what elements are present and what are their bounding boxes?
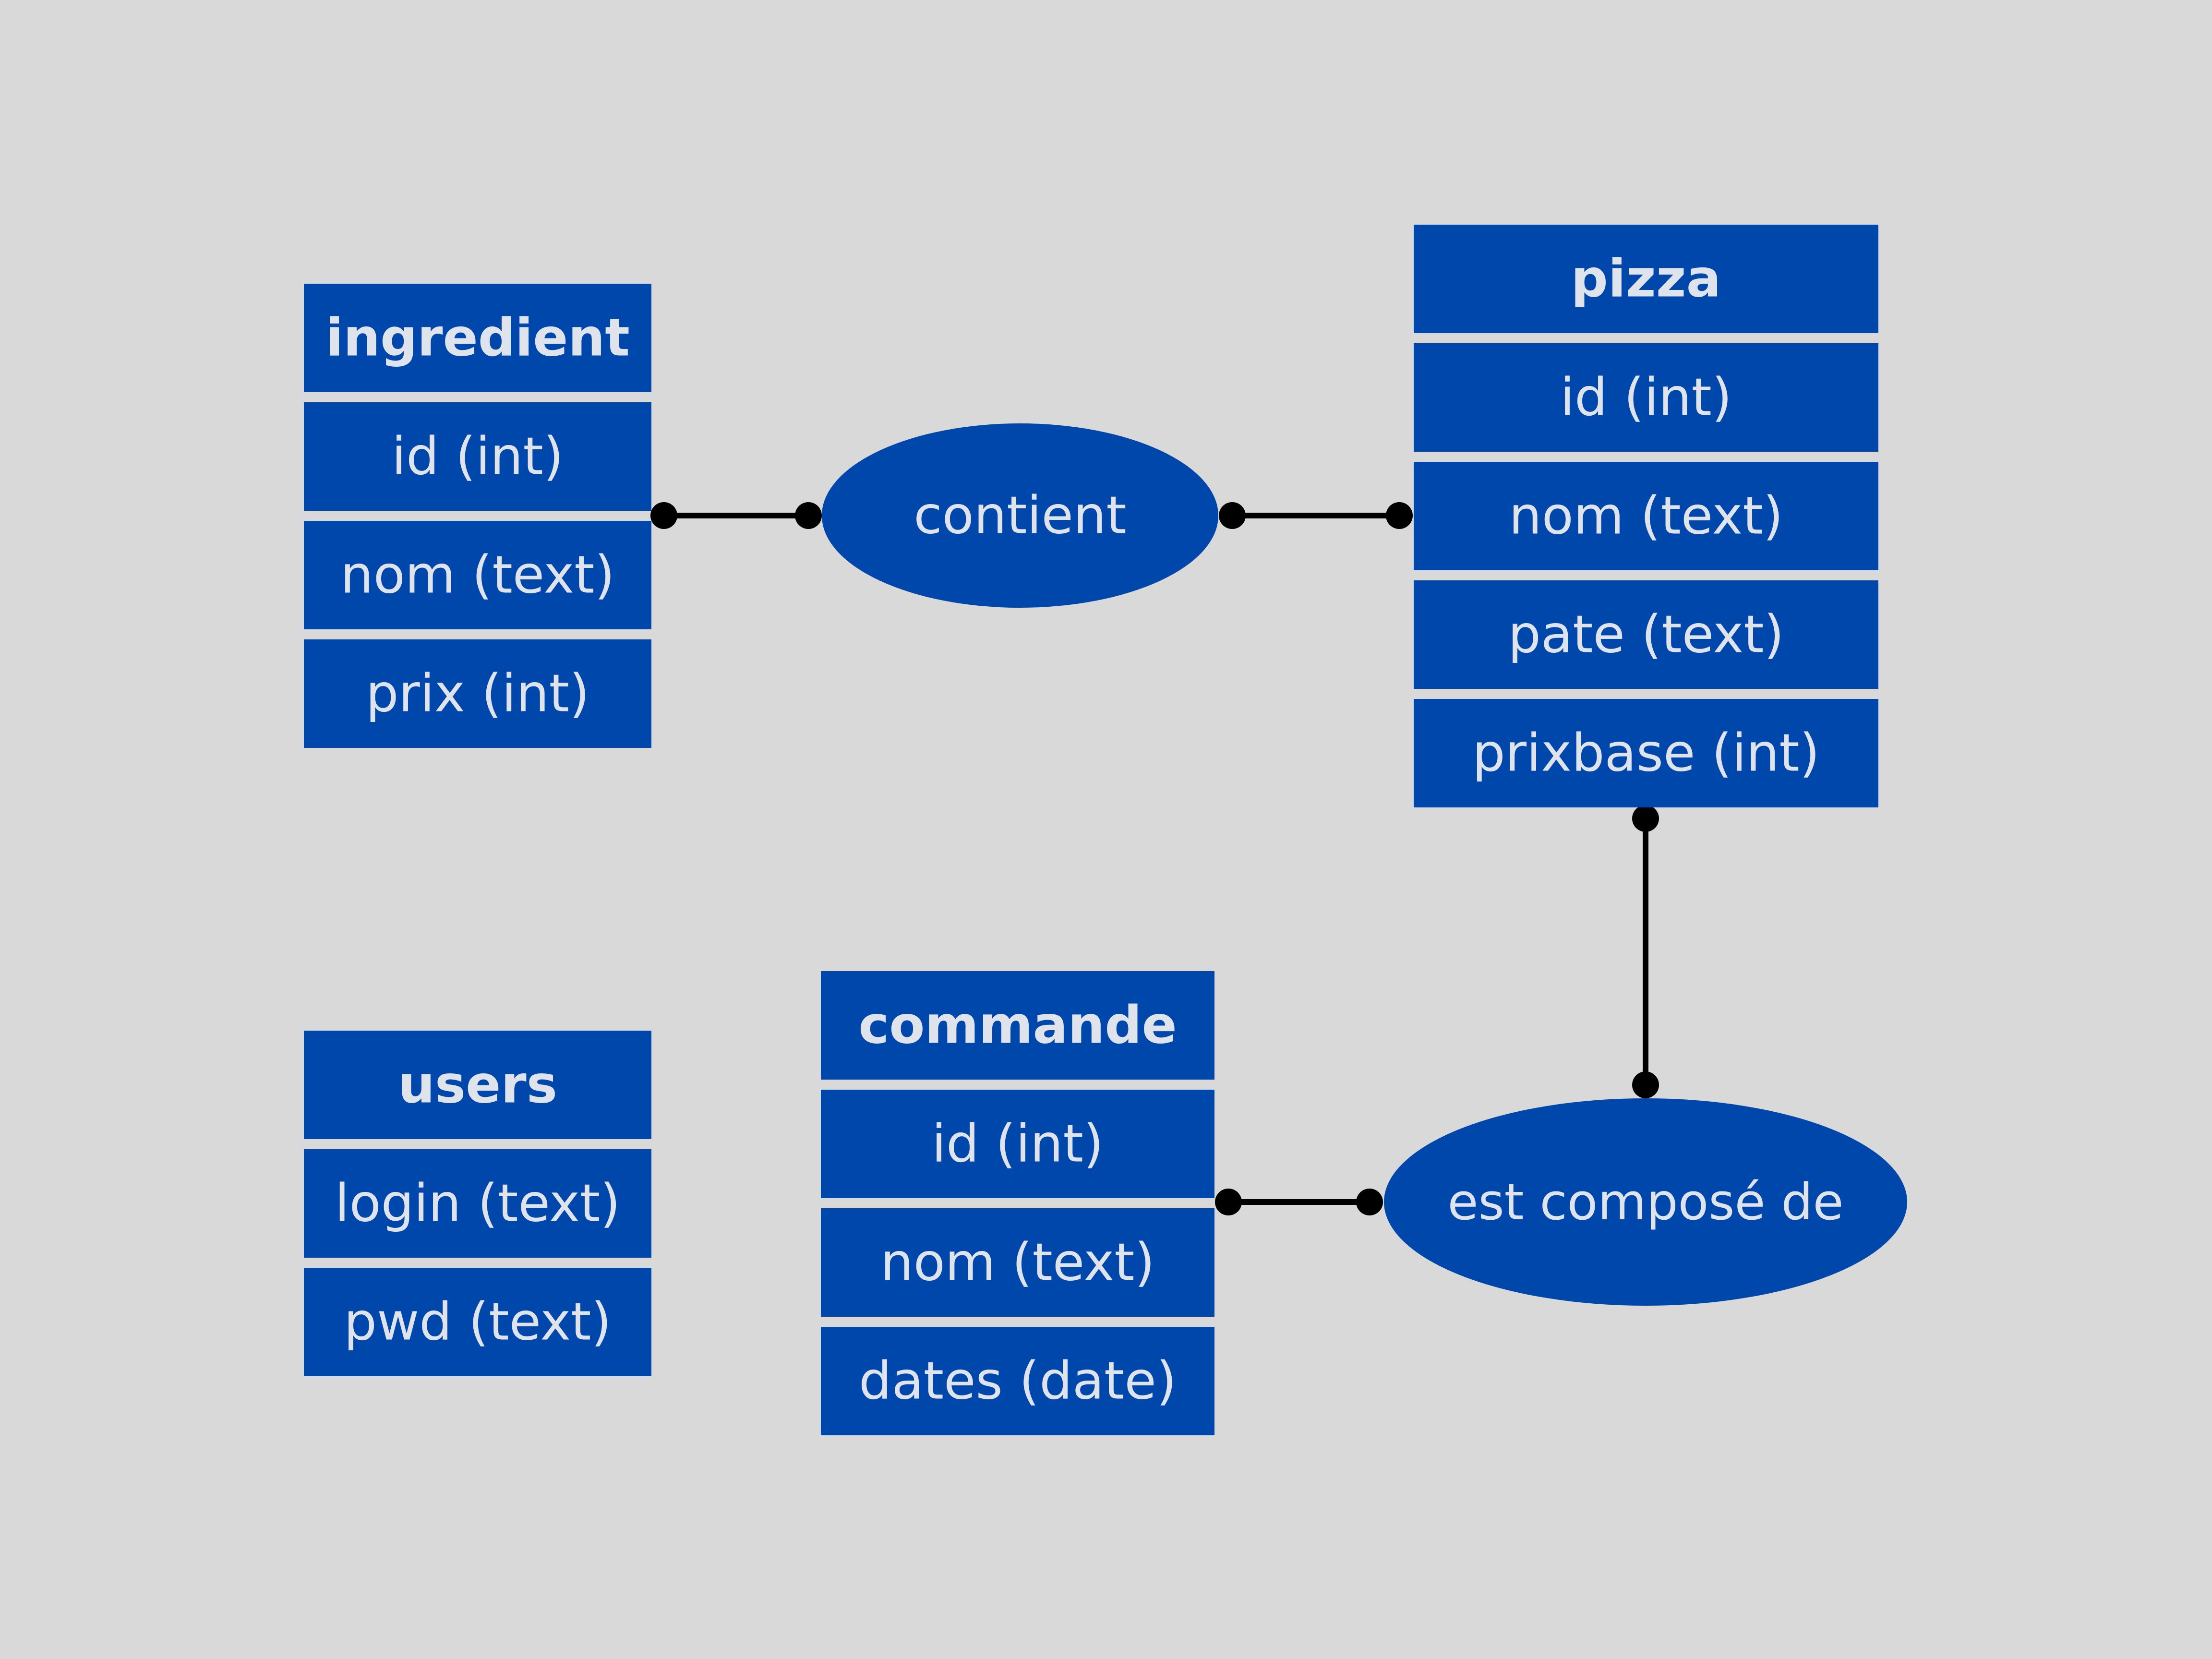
entity-field: pwd (text) — [304, 1268, 651, 1376]
entity-field: pate (text) — [1414, 580, 1878, 689]
entity-header: commande — [821, 971, 1214, 1080]
entity-field: id (int) — [304, 402, 651, 511]
field-label: nom (text) — [880, 1233, 1154, 1293]
field-label: prix (int) — [366, 664, 589, 724]
entity-field: login (text) — [304, 1149, 651, 1258]
entity-users: users login (text) pwd (text) — [304, 1031, 651, 1376]
entity-pizza: pizza id (int) nom (text) pate (text) pr… — [1414, 225, 1878, 807]
entity-header: users — [304, 1031, 651, 1139]
connector-pizza-compose — [1632, 805, 1659, 1098]
field-label: dates (date) — [859, 1351, 1177, 1411]
entity-field: prix (int) — [304, 639, 651, 748]
entity-field: id (int) — [1414, 343, 1878, 452]
entity-title: users — [398, 1055, 557, 1115]
relation-contient: contient — [822, 423, 1218, 608]
field-label: pwd (text) — [344, 1292, 611, 1352]
entity-title: pizza — [1571, 249, 1721, 309]
field-label: id (int) — [1560, 368, 1732, 428]
connector-ingredient-contient — [650, 502, 822, 529]
relation-est-compose-de: est composé de — [1384, 1098, 1907, 1306]
field-label: id (int) — [932, 1114, 1104, 1174]
entity-commande: commande id (int) nom (text) dates (date… — [821, 971, 1214, 1435]
field-label: prixbase (int) — [1472, 723, 1820, 783]
field-label: pate (text) — [1508, 605, 1784, 665]
relation-label: est composé de — [1448, 1173, 1844, 1231]
field-label: nom (text) — [340, 545, 614, 605]
entity-header: ingredient — [304, 284, 651, 392]
field-label: nom (text) — [1509, 486, 1783, 546]
entity-field: nom (text) — [304, 521, 651, 629]
relation-label: contient — [914, 486, 1127, 546]
entity-field: prixbase (int) — [1414, 699, 1878, 807]
connector-contient-pizza — [1219, 502, 1413, 529]
entity-field: id (int) — [821, 1090, 1214, 1198]
entity-field: nom (text) — [821, 1208, 1214, 1317]
connector-commande-compose — [1215, 1189, 1383, 1215]
field-label: id (int) — [392, 427, 564, 487]
entity-title: commande — [858, 996, 1177, 1056]
entity-field: nom (text) — [1414, 462, 1878, 570]
field-label: login (text) — [335, 1174, 621, 1234]
entity-field: dates (date) — [821, 1327, 1214, 1435]
entity-ingredient: ingredient id (int) nom (text) prix (int… — [304, 284, 651, 748]
entity-title: ingredient — [325, 308, 630, 368]
entity-header: pizza — [1414, 225, 1878, 333]
